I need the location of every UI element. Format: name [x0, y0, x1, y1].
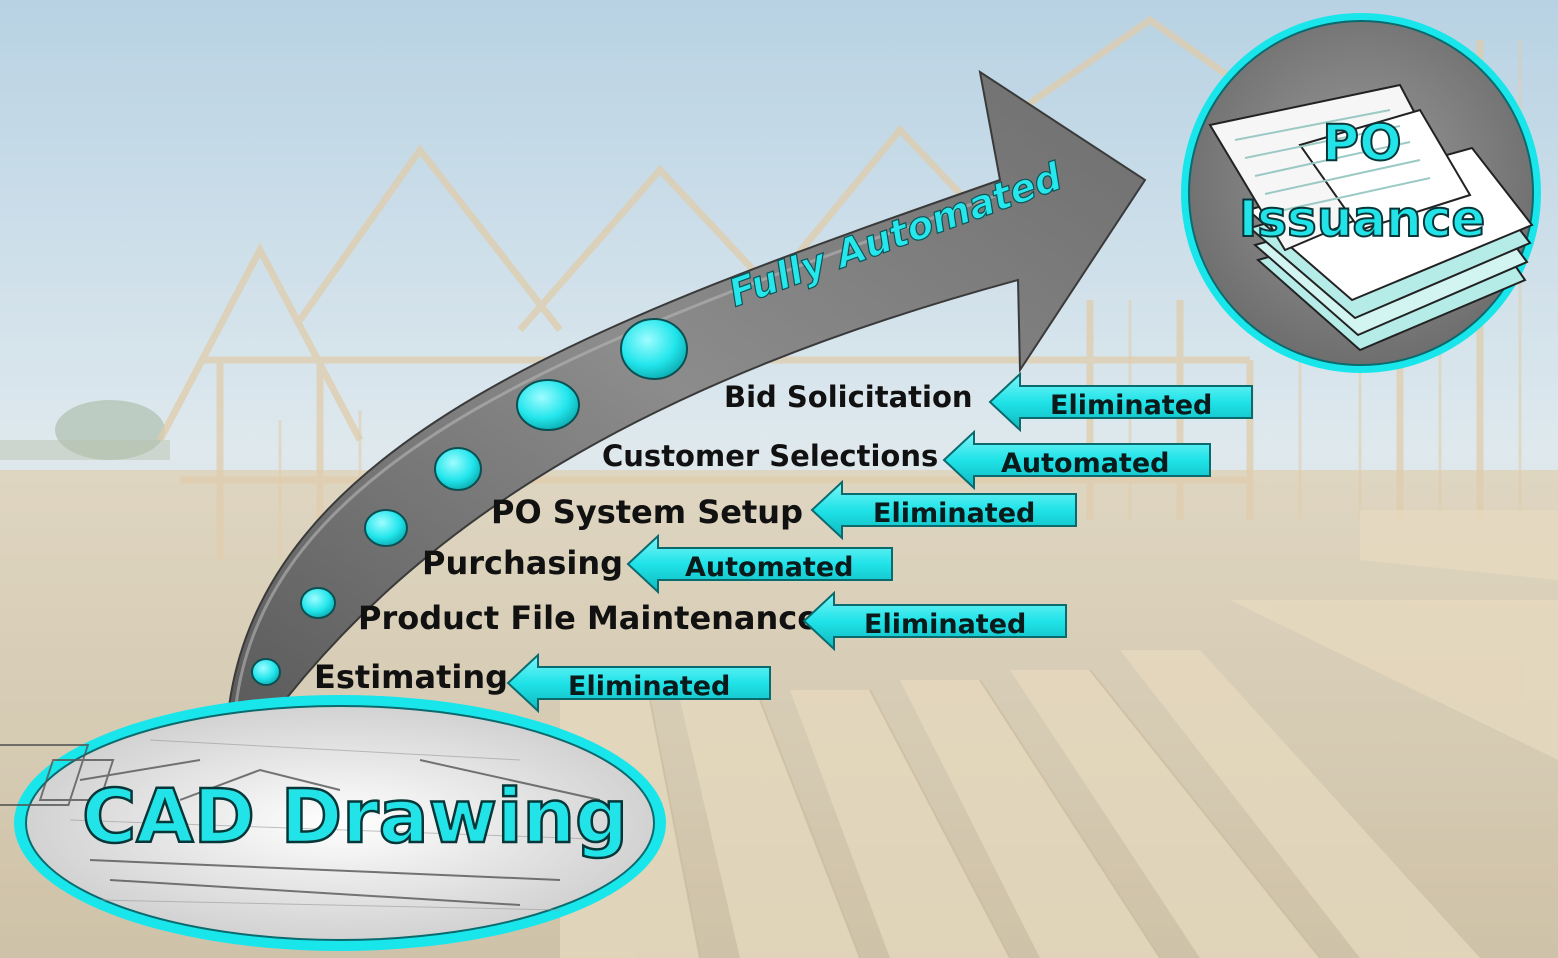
progress-dot [301, 588, 335, 618]
step-label-po-system-setup: PO System Setup [491, 493, 803, 531]
step-label-purchasing: Purchasing [422, 544, 623, 582]
progress-dot [365, 510, 407, 546]
step-label-estimating: Estimating [314, 658, 508, 696]
step-label-product-file-maintenance: Product File Maintenance [358, 599, 819, 637]
status-label: Automated [1001, 448, 1169, 479]
status-label: Eliminated [864, 609, 1026, 640]
po-issuance-label-line1: PO [1322, 114, 1401, 172]
status-label: Automated [685, 552, 853, 583]
po-issuance-node: PO Issuance [1181, 13, 1541, 373]
progress-dot [435, 448, 481, 490]
progress-dot [252, 659, 280, 685]
po-issuance-label-line2: Issuance [1239, 190, 1486, 248]
step-label-bid-solicitation: Bid Solicitation [724, 380, 973, 414]
step-label-customer-selections: Customer Selections [602, 439, 938, 473]
cad-drawing-label: CAD Drawing [82, 774, 628, 860]
progress-dot [621, 319, 687, 379]
status-label: Eliminated [1050, 390, 1212, 421]
status-label: Eliminated [873, 498, 1035, 529]
progress-dot [517, 380, 579, 430]
status-label: Eliminated [568, 671, 730, 702]
